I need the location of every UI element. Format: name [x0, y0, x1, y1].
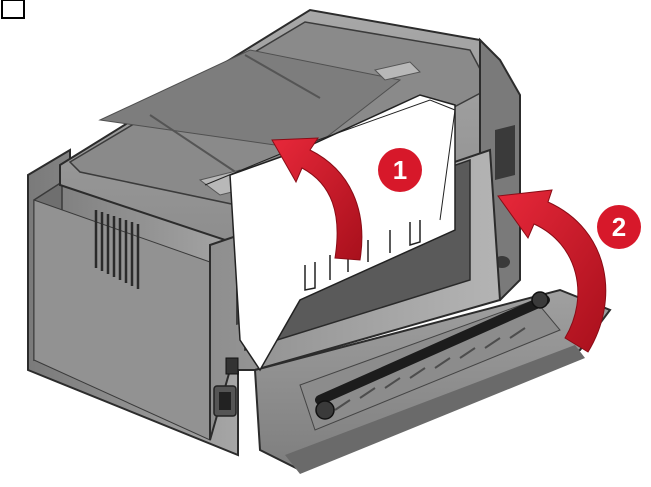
- pull-up-arrow-icon: [271, 137, 363, 261]
- step-2-badge: 2: [597, 205, 641, 249]
- step-1-number: 1: [393, 155, 407, 185]
- power-connector-icon: [213, 385, 237, 417]
- printer-top-cover: [59, 8, 501, 247]
- step-2-number: 2: [612, 212, 626, 242]
- step-1-badge: 1: [378, 148, 422, 192]
- corner-marker: [1, 0, 25, 19]
- close-door-arrow-icon: [497, 189, 607, 353]
- rear-door-open: [253, 288, 612, 474]
- power-switch-icon: [225, 357, 239, 375]
- side-vent-icon: [94, 210, 140, 289]
